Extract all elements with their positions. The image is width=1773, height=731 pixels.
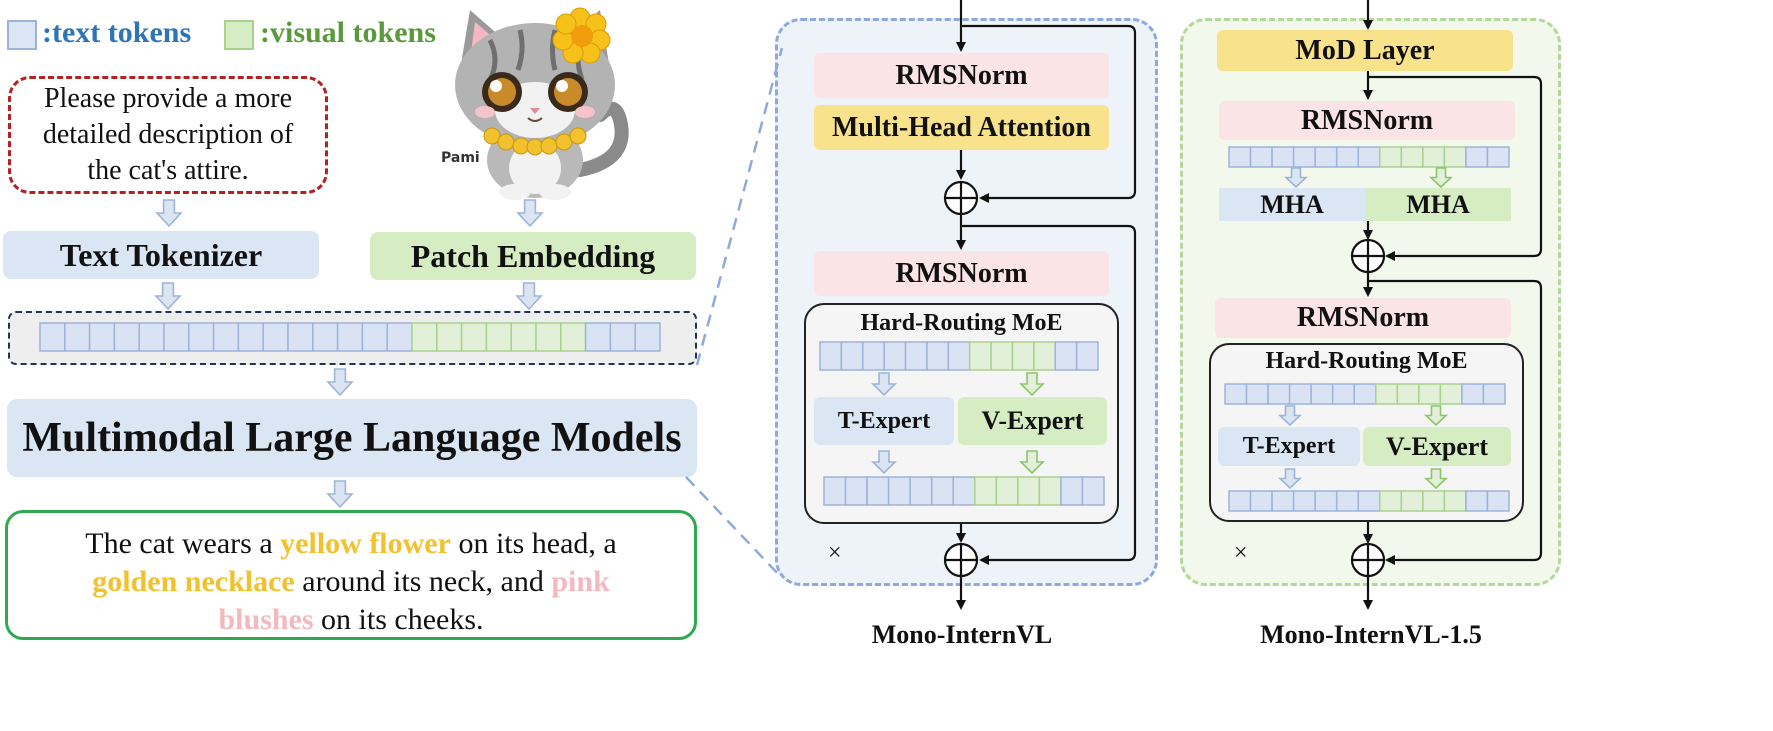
down-arrow-icon	[326, 368, 354, 397]
prompt-line-3: the cat's attire.	[87, 155, 249, 186]
prompt-box: Please provide a more detailed descripti…	[8, 76, 328, 194]
visual-token-legend-label: :visual tokens	[260, 16, 436, 49]
down-arrow-icon	[155, 199, 183, 228]
mono15-repeat-mark: ×	[1234, 540, 1248, 566]
token-sequence-container	[8, 311, 697, 365]
mono-internvl-15-caption: Mono-InternVL-1.5	[1260, 620, 1482, 649]
mono-v-expert: V-Expert	[958, 397, 1107, 445]
prompt-line-1: Please provide a more	[43, 83, 293, 114]
mono-internvl-caption: Mono-InternVL	[871, 620, 1053, 649]
response-text: around its neck, and	[294, 565, 552, 598]
highlight-yellow-flower: yellow flower	[280, 527, 451, 560]
response-line-1: The cat wears a yellow flower on its hea…	[8, 525, 694, 563]
cat-image-caption: Pami	[441, 150, 480, 166]
highlight-golden-necklace: golden necklace	[92, 565, 295, 598]
response-text: on its cheeks.	[313, 603, 484, 636]
down-arrow-icon	[326, 480, 354, 509]
mono-t-expert: T-Expert	[814, 397, 954, 445]
highlight-blushes: blushes	[218, 603, 314, 636]
mono15-t-expert: T-Expert	[1218, 427, 1360, 466]
down-arrow-icon	[154, 282, 182, 311]
mono15-mod-layer: MoD Layer	[1217, 30, 1513, 71]
response-text: on its head, a	[450, 527, 617, 560]
down-arrow-icon	[516, 199, 544, 228]
response-line-2: golden necklace around its neck, and pin…	[8, 563, 694, 601]
mono-rmsnorm-1: RMSNorm	[814, 53, 1109, 98]
response-line-3: blushes on its cheeks.	[8, 601, 694, 639]
text-tokenizer-box: Text Tokenizer	[3, 231, 319, 279]
patch-embedding-box: Patch Embedding	[370, 232, 696, 280]
mono15-v-expert: V-Expert	[1363, 427, 1511, 466]
text-token-legend-swatch	[7, 20, 37, 50]
zoom-line-top	[695, 47, 784, 366]
mono-multi-head-attention: Multi-Head Attention	[814, 105, 1109, 150]
mono15-rmsnorm-1: RMSNorm	[1219, 101, 1515, 140]
mono-rmsnorm-2: RMSNorm	[814, 251, 1109, 296]
mono15-rmsnorm-2: RMSNorm	[1215, 298, 1511, 338]
visual-token-legend-swatch	[224, 20, 254, 50]
response-box: The cat wears a yellow flower on its hea…	[5, 510, 697, 640]
highlight-pink: pink	[551, 565, 610, 598]
down-arrow-icon	[515, 282, 543, 311]
mono15-moe-title: Hard-Routing MoE	[1265, 347, 1468, 374]
zoom-line-bottom	[685, 476, 783, 579]
mono-repeat-mark: ×	[828, 540, 842, 566]
mono15-mha-text: MHA	[1219, 188, 1365, 221]
mllm-box: Multimodal Large Language Models	[7, 399, 697, 477]
response-text: The cat wears a	[85, 527, 281, 560]
mono15-mha-visual: MHA	[1365, 188, 1511, 221]
text-token-legend-label: :text tokens	[42, 16, 192, 49]
prompt-line-2: detailed description of	[42, 119, 294, 150]
cat-image	[430, 0, 650, 200]
mono-moe-title: Hard-Routing MoE	[860, 309, 1063, 336]
